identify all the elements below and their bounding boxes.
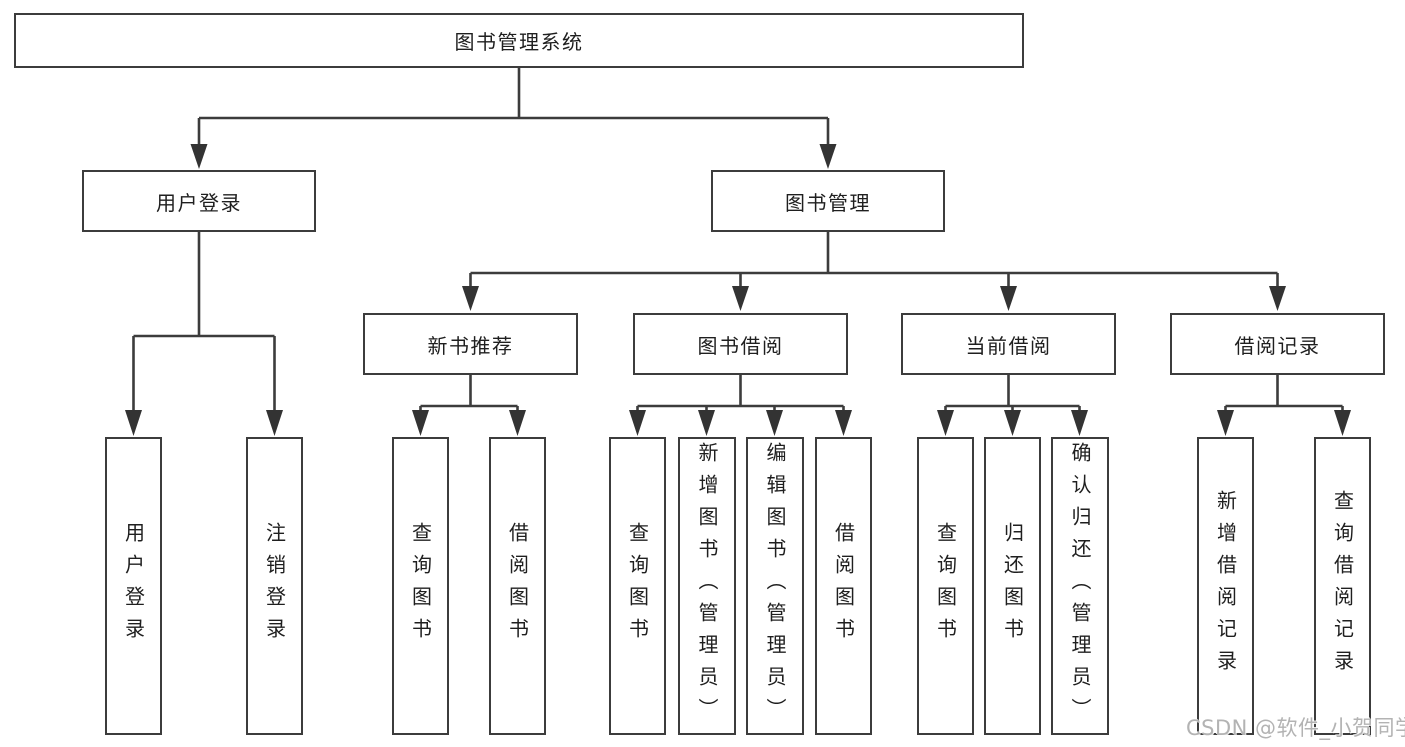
leaf-query-borrow-record-label: 查询借阅记录 <box>1330 490 1355 682</box>
node-current-borrow: 当前借阅 <box>901 313 1116 375</box>
leaf-add-borrow-record: 新增借阅记录 <box>1197 437 1254 735</box>
node-root-label: 图书管理系统 <box>454 30 584 54</box>
node-book-borrow: 图书借阅 <box>633 313 848 375</box>
node-book-borrow-label: 图书借阅 <box>697 333 784 358</box>
leaf-borrow-borrow-books-label: 借阅图书 <box>831 522 856 650</box>
watermark: CSDN @软件_小贺同学 <box>1186 716 1405 740</box>
node-new-book-recommend: 新书推荐 <box>363 313 578 375</box>
node-root: 图书管理系统 <box>14 13 1024 68</box>
node-book-management: 图书管理 <box>711 170 945 232</box>
leaf-borrow-add-books-admin-label: 新增图书（管理员） <box>695 442 719 730</box>
connector-current-to-children <box>937 375 1088 436</box>
node-current-borrow-label: 当前借阅 <box>965 333 1052 358</box>
connector-root-to-level2 <box>190 68 837 169</box>
node-borrow-records-label: 借阅记录 <box>1234 333 1321 358</box>
leaf-logout: 注销登录 <box>246 437 303 735</box>
leaf-recommend-borrow-books-label: 借阅图书 <box>505 522 530 650</box>
connector-records-to-children <box>1217 375 1351 436</box>
node-user-login: 用户登录 <box>82 170 316 232</box>
leaf-current-query-books: 查询图书 <box>917 437 974 735</box>
leaf-add-borrow-record-label: 新增借阅记录 <box>1213 490 1238 682</box>
connector-recommend-to-children <box>412 375 526 436</box>
leaf-borrow-edit-books-admin: 编辑图书（管理员） <box>746 437 804 735</box>
leaf-logout-label: 注销登录 <box>262 522 287 650</box>
leaf-recommend-query-books-label: 查询图书 <box>408 522 433 650</box>
node-new-book-recommend-label: 新书推荐 <box>427 333 514 358</box>
leaf-borrow-add-books-admin: 新增图书（管理员） <box>678 437 736 735</box>
leaf-current-return-books: 归还图书 <box>984 437 1041 735</box>
leaf-current-confirm-return-admin: 确认归还（管理员） <box>1051 437 1109 735</box>
leaf-current-query-books-label: 查询图书 <box>933 522 958 650</box>
node-user-login-label: 用户登录 <box>156 190 242 215</box>
leaf-recommend-query-books: 查询图书 <box>392 437 449 735</box>
leaf-user-login-label: 用户登录 <box>121 522 146 650</box>
leaf-current-return-books-label: 归还图书 <box>1000 522 1025 650</box>
leaf-recommend-borrow-books: 借阅图书 <box>489 437 546 735</box>
leaf-current-confirm-return-admin-label: 确认归还（管理员） <box>1068 442 1092 730</box>
connector-borrow-to-children <box>629 375 852 436</box>
leaf-borrow-edit-books-admin-label: 编辑图书（管理员） <box>763 442 787 730</box>
connector-bookmgmt-to-level3 <box>462 232 1286 311</box>
node-borrow-records: 借阅记录 <box>1170 313 1385 375</box>
leaf-borrow-query-books-label: 查询图书 <box>625 522 650 650</box>
leaf-borrow-borrow-books: 借阅图书 <box>815 437 872 735</box>
leaf-borrow-query-books: 查询图书 <box>609 437 666 735</box>
leaf-query-borrow-record: 查询借阅记录 <box>1314 437 1371 735</box>
node-book-management-label: 图书管理 <box>785 190 871 215</box>
leaf-user-login: 用户登录 <box>105 437 162 735</box>
connector-userlogin-to-children <box>125 232 283 436</box>
